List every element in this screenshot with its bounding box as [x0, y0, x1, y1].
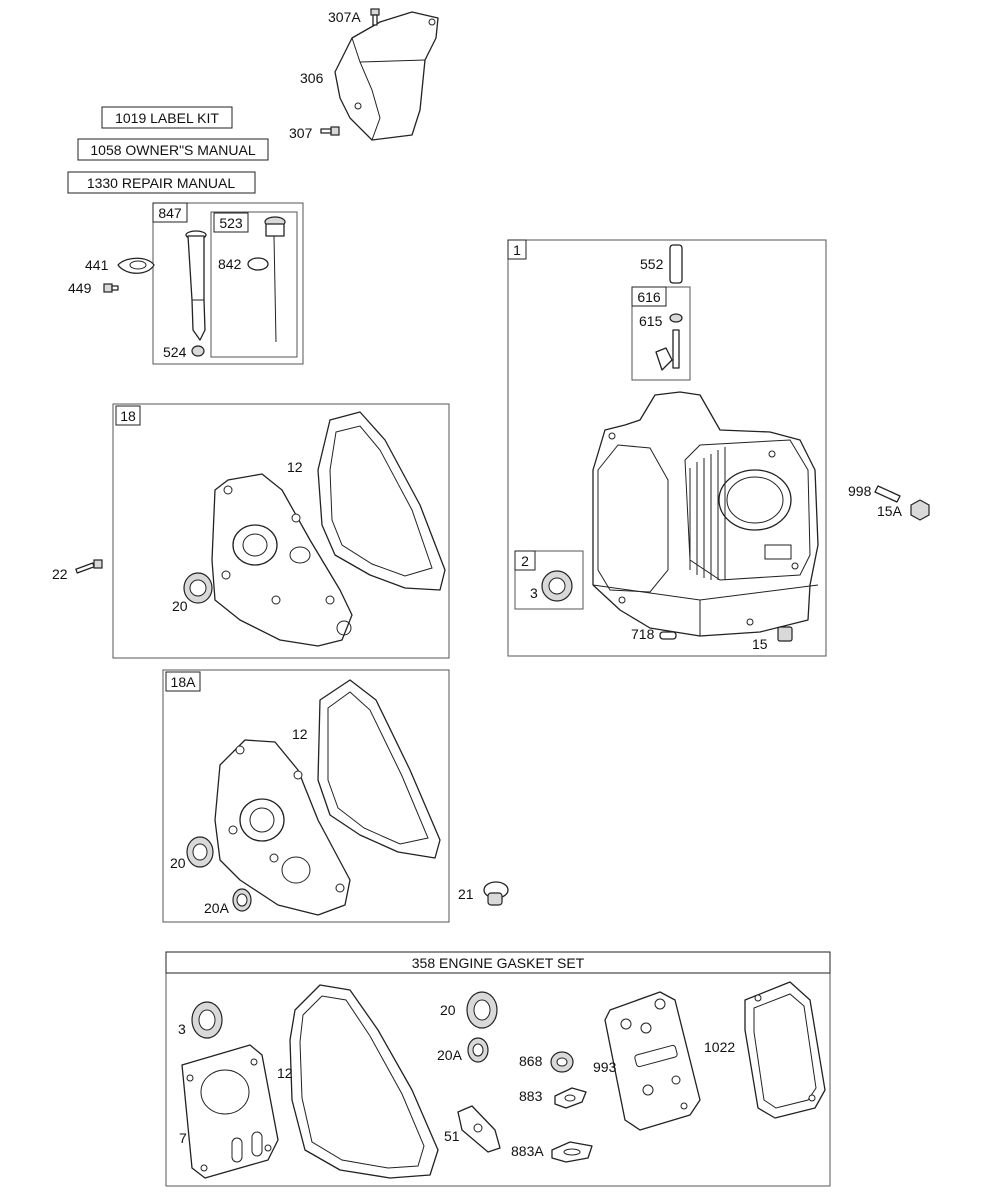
callout-307: 307	[289, 125, 313, 141]
gasket-12-18a	[317, 679, 441, 859]
gs-callout-12: 12	[277, 1065, 293, 1081]
callout-842: 842	[218, 256, 242, 272]
screw-307	[320, 126, 340, 136]
screw-307a	[370, 8, 380, 26]
callout-3-cylinder: 3	[530, 585, 538, 601]
group-1-tag: 1	[513, 242, 521, 258]
label-kit-box: 1019 LABEL KIT	[101, 106, 233, 129]
breather-615	[655, 313, 683, 371]
gs-callout-883: 883	[519, 1088, 543, 1104]
nut-15a	[910, 499, 930, 521]
gs-callout-1022: 1022	[704, 1039, 735, 1055]
tube-seal-524	[191, 345, 205, 357]
seal-20a-18a	[232, 888, 252, 912]
gs-callout-993: 993	[593, 1059, 617, 1075]
screw-449	[103, 283, 119, 293]
blower-housing-306	[334, 11, 439, 141]
callout-306: 306	[300, 70, 324, 86]
gs-seal-20	[466, 991, 498, 1029]
gs-seal-20a	[467, 1037, 489, 1063]
callout-441: 441	[85, 257, 109, 273]
callout-552: 552	[640, 256, 664, 272]
label-kit-text: 1019 LABEL KIT	[115, 110, 219, 126]
callout-12-group18: 12	[287, 459, 303, 475]
group-523-tag: 523	[219, 215, 243, 231]
callout-15a: 15A	[877, 503, 903, 519]
callout-20-group18: 20	[172, 598, 188, 614]
part-21	[483, 881, 509, 906]
group-18a: 18A	[162, 669, 450, 923]
callout-12-group18a: 12	[292, 726, 308, 742]
gs-part-868	[550, 1051, 574, 1073]
oil-seal-3	[541, 570, 573, 602]
group-18-tag: 18	[120, 408, 136, 424]
gs-callout-20: 20	[440, 1002, 456, 1018]
callout-20-group18a: 20	[170, 855, 186, 871]
callout-718: 718	[631, 626, 655, 642]
callout-449: 449	[68, 280, 92, 296]
group-18: 18	[112, 403, 450, 659]
group-18a-tag: 18A	[171, 674, 197, 690]
stud-998	[874, 485, 901, 503]
callout-15: 15	[752, 636, 768, 652]
gs-callout-883a: 883A	[511, 1143, 544, 1159]
o-ring-842	[247, 257, 269, 271]
plug-15	[777, 626, 793, 642]
gs-callout-20a: 20A	[437, 1047, 463, 1063]
seal-20-18	[183, 572, 213, 604]
callout-998: 998	[848, 483, 872, 499]
gasket-12-18	[317, 411, 446, 591]
callout-21: 21	[458, 886, 474, 902]
group-847: 847 523	[152, 202, 304, 365]
group-616-tag: 616	[637, 289, 661, 305]
callout-20a-group18a: 20A	[204, 900, 230, 916]
group-847-tag: 847	[158, 205, 182, 221]
dipstick-523	[264, 216, 286, 343]
gs-gasket-12	[289, 984, 439, 1179]
callout-524: 524	[163, 344, 187, 360]
bolt-22	[75, 559, 103, 574]
gs-callout-868: 868	[519, 1053, 543, 1069]
gasket-set-title: 358 ENGINE GASKET SET	[412, 955, 585, 971]
owners-manual-text: 1058 OWNER"S MANUAL	[90, 142, 255, 158]
gs-callout-7: 7	[179, 1130, 187, 1146]
dowel-718	[659, 631, 677, 640]
gs-gasket-993	[604, 991, 701, 1131]
dipstick-tube	[185, 230, 207, 341]
seal-20-18a	[186, 836, 214, 868]
gasket-set-358: 358 ENGINE GASKET SET	[165, 951, 831, 1187]
gs-gasket-51	[457, 1105, 501, 1153]
callout-22: 22	[52, 566, 68, 582]
repair-manual-text: 1330 REPAIR MANUAL	[87, 175, 236, 191]
repair-manual-box: 1330 REPAIR MANUAL	[67, 171, 256, 194]
gs-callout-3: 3	[178, 1021, 186, 1037]
cylinder-block	[592, 391, 819, 637]
gs-gasket-1022	[744, 981, 826, 1119]
callout-307a: 307A	[328, 9, 361, 25]
gs-seal-3	[191, 1001, 223, 1039]
gs-gasket-883a	[551, 1141, 593, 1163]
crankcase-cover-18a	[214, 739, 351, 916]
gs-callout-51: 51	[444, 1128, 460, 1144]
crankcase-cover-18	[211, 473, 353, 647]
group-2-tag: 2	[521, 553, 529, 569]
gs-head-gasket-7	[181, 1044, 279, 1179]
group-1: 1 616 2	[507, 239, 827, 657]
gs-gasket-883	[554, 1087, 587, 1109]
clamp-441	[117, 257, 155, 274]
owners-manual-box: 1058 OWNER"S MANUAL	[77, 138, 269, 161]
callout-615: 615	[639, 313, 663, 329]
guide-pin-552	[669, 244, 683, 284]
